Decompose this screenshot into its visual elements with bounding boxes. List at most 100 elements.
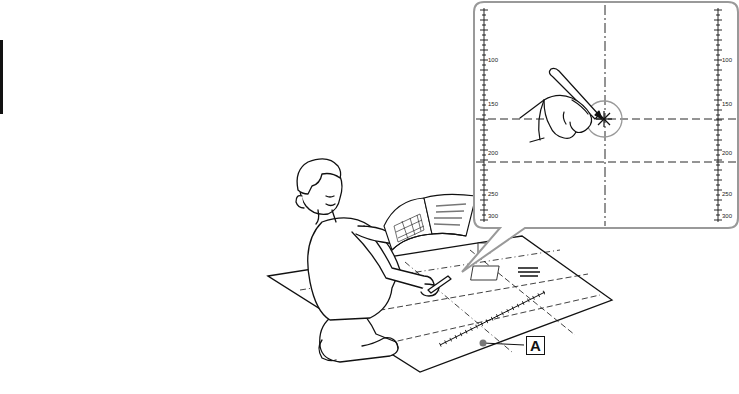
leader-dot [480,340,487,347]
ruler-tick [480,190,488,191]
ruler-tick [480,10,488,11]
callout-letter: A [530,338,541,353]
ruler-tick [482,35,486,36]
asterisk-mark [596,111,612,127]
ruler-tick [714,110,722,111]
ruler-tick [714,80,722,81]
scale-number: 150 [488,101,498,108]
ruler-tick [482,175,486,176]
ruler-tick [714,130,722,131]
ruler-tick [482,135,486,136]
open-book [384,194,476,250]
ruler-tick [480,150,488,151]
ruler-tick [480,100,488,101]
kneeling-man [296,159,451,362]
ruler-tick [716,155,720,156]
ruler-tick [714,140,722,141]
ruler-tick [480,200,488,201]
ruler-tick [716,135,720,136]
ruler-tick [480,70,488,71]
hand-with-pencil [520,68,602,142]
ruler-tick [714,100,722,101]
ruler-tick [716,45,720,46]
ruler-tick [482,75,486,76]
ruler-tick [716,25,720,26]
ruler-tick [480,130,488,131]
ruler-tick [482,205,486,206]
ruler-tick [714,150,722,151]
ruler-tick [480,110,488,111]
ruler-tick [714,40,722,41]
ruler-tick [480,20,488,21]
ruler-tick [482,15,486,16]
ruler-tick [716,175,720,176]
ruler-tick [716,15,720,16]
ruler-tick [482,65,486,66]
ruler-tick [716,185,720,186]
ruler-tick [482,95,486,96]
ruler-tick [480,50,488,51]
ruler-tick [482,215,486,216]
ruler-tick [480,170,488,171]
ruler-tick [714,220,722,221]
ruler-tick [482,85,486,86]
ruler-tick [482,145,486,146]
ruler-tick [480,30,488,31]
callout-letter-box: A [526,336,545,355]
ruler-tick [716,215,720,216]
ruler-tick [480,220,488,221]
ruler-tick [714,60,722,61]
ruler-tick [716,105,720,106]
ruler-tick [714,190,722,191]
ruler-tick [716,65,720,66]
detail-lines [476,5,736,226]
callout-panel [462,2,738,272]
scale-number: 200 [722,150,732,157]
scale-number: 100 [488,57,498,64]
ruler-tick [716,55,720,56]
scale-rulers [480,8,722,222]
ruler-tick [714,210,722,211]
ruler-tick [714,50,722,51]
ruler-tick [716,165,720,166]
ruler-tick [482,25,486,26]
ruler-tick [482,195,486,196]
ruler-tick [716,95,720,96]
ruler-tick [716,85,720,86]
ruler-tick [480,210,488,211]
ruler-tick [716,125,720,126]
ruler-tick [714,170,722,171]
ruler-tick [716,35,720,36]
ruler-tick [480,160,488,161]
ruler-tick [480,80,488,81]
ruler-tick [480,90,488,91]
scale-number: 300 [488,213,498,220]
ruler-tick [716,75,720,76]
ruler-tick [714,10,722,11]
ruler-tick [716,205,720,206]
ruler-tick [480,180,488,181]
ruler-tick [482,185,486,186]
ruler-tick [714,180,722,181]
ruler-tick [714,30,722,31]
ruler-tick [482,115,486,116]
ruler-tick [714,70,722,71]
ruler-tick [482,125,486,126]
ruler-tick [482,45,486,46]
ruler-tick [714,20,722,21]
scale-number: 200 [488,150,498,157]
ruler-tick [480,140,488,141]
scale-number: 150 [722,101,732,108]
ruler-tick [714,160,722,161]
scale-number: 250 [722,191,732,198]
ruler-tick [716,115,720,116]
ruler-tick [714,120,722,121]
scale-number: 100 [722,57,732,64]
scale-number: 300 [722,213,732,220]
ruler-tick [714,90,722,91]
ruler-tick [716,195,720,196]
ruler-tick [716,145,720,146]
leader-line [483,343,524,345]
ruler-tick [482,55,486,56]
